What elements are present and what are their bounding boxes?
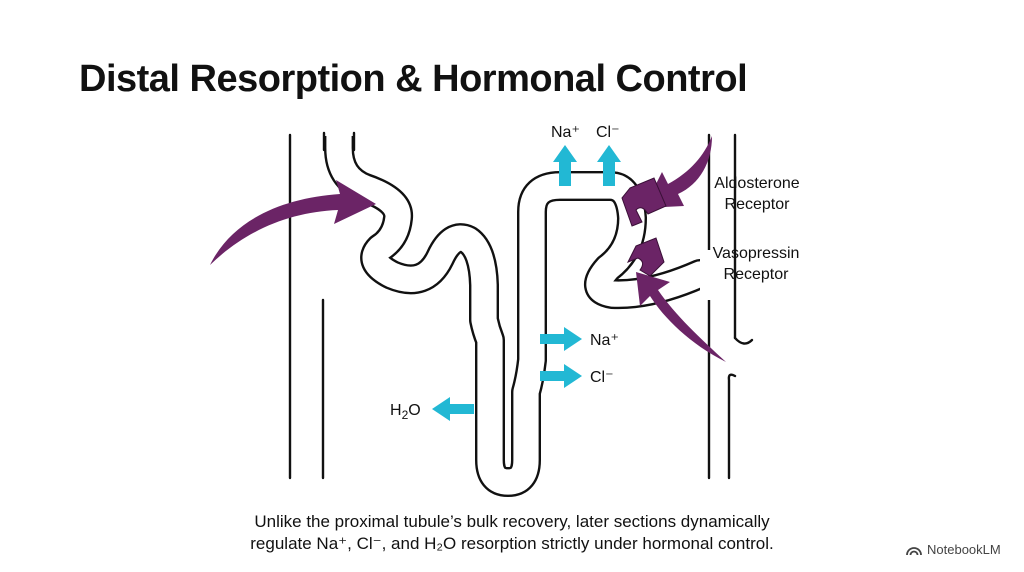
label-mid-na: Na⁺ [590,332,619,349]
caption-line-2: regulate Na⁺, Cl⁻, and H₂O resorption st… [250,534,774,553]
label-vasopressin-2: Receptor [724,266,790,283]
label-water-sub: 2 [402,408,409,422]
ion-arrow-icon [432,397,474,421]
ion-arrows [432,145,621,421]
notebooklm-brand: NotebookLM [906,542,1001,557]
ion-arrow-icon [553,145,577,186]
label-mid-cl: Cl⁻ [590,369,614,386]
caption: Unlike the proximal tubule’s bulk recove… [0,511,1024,555]
hormone-arrow-icon [644,136,712,208]
vasopressin-receptor-icon [626,237,665,277]
brand-label: NotebookLM [927,542,1001,557]
label-aldosterone-2: Receptor [725,196,791,213]
label-aldosterone-1: Aldosterone [714,175,799,192]
hormone-arrow-icon [210,180,376,265]
label-top-na: Na⁺ [551,124,580,141]
tubule-lumen [326,123,713,495]
page-title: Distal Resorption & Hormonal Control [79,58,748,100]
label-water-o: O [408,402,420,419]
ion-arrow-icon [540,327,582,351]
hormone-arrow-icon [636,272,726,362]
label-water: H2O [390,402,421,422]
nephron-tubule [320,110,720,497]
vessel-lines [288,133,754,480]
hormone-arrows [210,136,726,362]
ion-arrow-icon [597,145,621,186]
receptors [621,177,667,277]
label-top-cl: Cl⁻ [596,124,620,141]
right-vessel-branch [733,336,754,345]
ion-arrow-icon [540,364,582,388]
label-water-h: H [390,402,402,419]
caption-line-1: Unlike the proximal tubule’s bulk recove… [254,512,770,531]
right-vessel-outer-bottom [727,373,737,480]
notebooklm-logo-icon [906,546,922,555]
aldosterone-receptor-icon [621,177,667,227]
label-vasopressin-1: Vasopressin [713,245,800,262]
